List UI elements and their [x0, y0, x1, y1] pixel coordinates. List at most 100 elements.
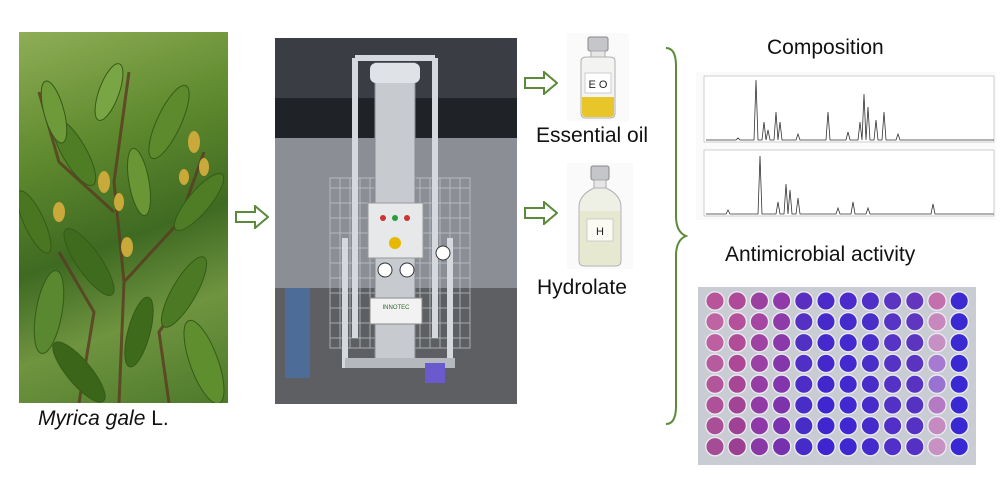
curly-brace-icon — [665, 47, 688, 425]
plate-well — [882, 291, 903, 311]
plate-well — [860, 374, 881, 395]
plate-well — [749, 395, 770, 415]
plate-well — [904, 395, 925, 415]
plant-authority: L. — [145, 407, 169, 430]
plate-well — [816, 374, 836, 395]
plate-well — [860, 332, 881, 353]
distillation-illustration: INNOTEC — [275, 38, 517, 404]
plate-well — [705, 415, 725, 436]
microplate-wells — [698, 287, 976, 465]
plate-well — [727, 291, 748, 311]
chromatograms — [696, 72, 996, 220]
plate-well — [771, 374, 792, 395]
plate-well — [749, 353, 770, 374]
plate-well — [949, 415, 970, 436]
plate-well — [771, 436, 792, 457]
arrow-right-icon — [235, 205, 269, 229]
plate-well — [749, 291, 770, 311]
plate-well — [816, 353, 836, 374]
plate-well — [771, 291, 792, 311]
plate-well — [882, 415, 903, 436]
plate-well — [927, 436, 947, 457]
plate-well — [793, 332, 814, 353]
plate-well — [904, 332, 925, 353]
plate-well — [705, 311, 725, 332]
plate-well — [727, 436, 748, 457]
plate-well — [771, 332, 792, 353]
plate-well — [927, 353, 947, 374]
h-tag-text: H — [596, 226, 604, 238]
plate-well — [705, 353, 725, 374]
plate-well — [949, 353, 970, 374]
myrica-gale-photo — [19, 32, 228, 403]
plate-well — [904, 291, 925, 311]
plate-well — [904, 311, 925, 332]
plate-well — [816, 415, 836, 436]
plate-well — [838, 374, 859, 395]
plate-well — [838, 311, 859, 332]
plate-well — [727, 332, 748, 353]
hydrolate-bottle-photo: H — [567, 163, 633, 269]
plate-well — [927, 311, 947, 332]
antimicrobial-title: Antimicrobial activity — [725, 243, 916, 266]
plate-well — [749, 374, 770, 395]
plate-well — [816, 332, 836, 353]
plate-well — [793, 353, 814, 374]
plate-well — [860, 395, 881, 415]
plate-well — [927, 332, 947, 353]
plate-well — [838, 395, 859, 415]
plate-well — [749, 415, 770, 436]
plate-well — [705, 436, 725, 457]
plant-caption: Myrica gale L. — [38, 407, 169, 431]
plate-well — [949, 311, 970, 332]
plate-well — [904, 436, 925, 457]
plate-well — [727, 395, 748, 415]
plate-well — [749, 332, 770, 353]
plate-well — [838, 436, 859, 457]
apparatus-sign-text: INNOTEC — [383, 305, 411, 311]
microplate-photo — [698, 287, 976, 465]
plate-well — [860, 291, 881, 311]
plate-well — [816, 291, 836, 311]
plate-well — [838, 415, 859, 436]
plate-well — [860, 311, 881, 332]
arrow-right-icon — [524, 71, 558, 95]
plant-illustration — [19, 63, 225, 403]
plate-well — [727, 353, 748, 374]
plate-well — [860, 436, 881, 457]
plate-well — [860, 353, 881, 374]
plate-well — [882, 353, 903, 374]
plate-well — [949, 395, 970, 415]
hydrolate-bottle-icon: H — [578, 165, 622, 267]
plate-well — [882, 332, 903, 353]
plate-well — [793, 311, 814, 332]
plate-well — [771, 395, 792, 415]
plate-well — [882, 395, 903, 415]
essential-oil-label: Essential oil — [536, 124, 649, 147]
plate-well — [927, 415, 947, 436]
composition-title: Composition — [767, 36, 884, 59]
plate-well — [816, 395, 836, 415]
plate-well — [838, 291, 859, 311]
plate-well — [727, 374, 748, 395]
plate-well — [927, 374, 947, 395]
plate-well — [793, 415, 814, 436]
plate-well — [838, 353, 859, 374]
plate-well — [705, 291, 725, 311]
plate-well — [793, 395, 814, 415]
plate-well — [949, 374, 970, 395]
plate-well — [727, 415, 748, 436]
plate-well — [816, 436, 836, 457]
plate-well — [705, 332, 725, 353]
chromatogram-plots — [703, 75, 995, 217]
plate-well — [904, 353, 925, 374]
plate-well — [705, 374, 725, 395]
plate-well — [793, 374, 814, 395]
plate-well — [816, 311, 836, 332]
plate-well — [838, 332, 859, 353]
plate-well — [949, 291, 970, 311]
essential-oil-bottle-icon: E O — [580, 36, 616, 119]
hydrolate-label: Hydrolate — [537, 276, 627, 299]
plate-well — [904, 415, 925, 436]
plant-genus-species: Myrica gale — [38, 407, 146, 430]
